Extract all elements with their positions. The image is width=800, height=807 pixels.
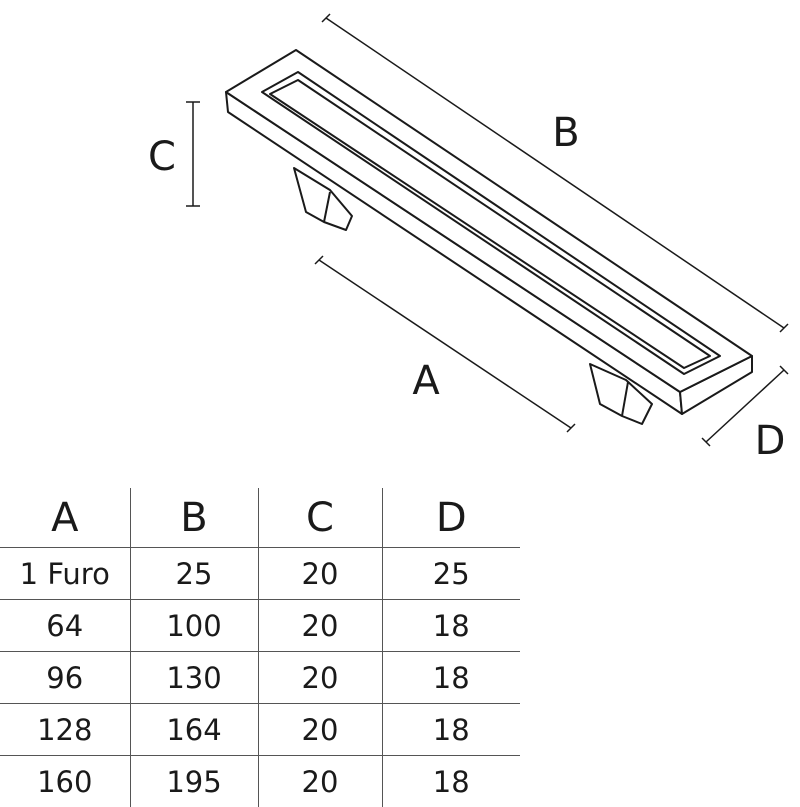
table-cell: 18 [382, 756, 520, 807]
table-cell: 1 Furo [0, 548, 130, 600]
table-row: 1 Furo 25 20 25 [0, 548, 520, 600]
table-row: 96 130 20 18 [0, 652, 520, 704]
column-header-b: B [130, 488, 258, 548]
table-cell: 130 [130, 652, 258, 704]
table-cell: 18 [382, 652, 520, 704]
table-cell: 96 [0, 652, 130, 704]
dimension-label-b: B [552, 110, 579, 156]
dimension-a-tick-end [567, 424, 575, 432]
column-header-d: D [382, 488, 520, 548]
table-cell: 195 [130, 756, 258, 807]
column-header-a: A [0, 488, 130, 548]
dimensions-table: A B C D 1 Furo 25 20 25 64 100 20 18 96 … [0, 488, 520, 807]
table-cell: 128 [0, 704, 130, 756]
table-cell: 20 [258, 548, 382, 600]
table-cell: 20 [258, 704, 382, 756]
table-cell: 20 [258, 756, 382, 807]
table-row: 64 100 20 18 [0, 600, 520, 652]
table-cell: 100 [130, 600, 258, 652]
dimension-label-c: C [148, 134, 176, 180]
table-cell: 20 [258, 652, 382, 704]
table-cell: 160 [0, 756, 130, 807]
table-row: 128 164 20 18 [0, 704, 520, 756]
dimension-a-tick-start [315, 256, 323, 264]
table-cell: 20 [258, 600, 382, 652]
table-cell: 18 [382, 704, 520, 756]
table-cell: 25 [130, 548, 258, 600]
table-cell: 18 [382, 600, 520, 652]
dimension-label-a: A [412, 358, 440, 404]
handle-bar-side-face [226, 92, 682, 414]
table-cell: 25 [382, 548, 520, 600]
dimension-label-d: D [755, 418, 786, 464]
table-cell: 64 [0, 600, 130, 652]
table-row: 160 195 20 18 [0, 756, 520, 807]
table-cell: 164 [130, 704, 258, 756]
table-header-row: A B C D [0, 488, 520, 548]
handle-technical-drawing: B C A D [0, 0, 800, 470]
cabinet-handle-illustration [226, 50, 752, 424]
column-header-c: C [258, 488, 382, 548]
